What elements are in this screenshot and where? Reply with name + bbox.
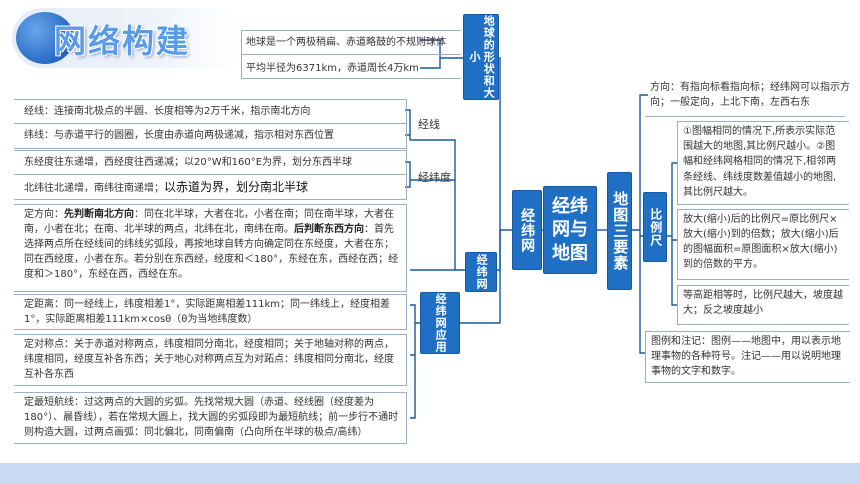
scale-item-2: 放大(缩小)后的比例尺=原比例尺×放大(缩小)到的倍数；放大(缩小)后的图幅面积…: [677, 209, 849, 280]
page-title: 网络构建: [54, 22, 191, 60]
connector-graticule-sub: [497, 230, 501, 271]
scale-item-3: 等高距相等时，比例尺越大，坡度越大；反之坡度越小: [677, 285, 849, 325]
node-center: 经纬网与地图: [543, 186, 597, 274]
latitude-item-1: 东经度往东递增，西经度往西递减；以20°W和160°E为界，划分东西半球: [24, 157, 353, 168]
application-distance: 定距离：同一经线上，纬度相差1°，实际距离相差111km；同一纬线上，经度相差1…: [14, 294, 407, 330]
application-route: 定最短航线：过这两点的大圆的劣弧。先找常规大圆（赤道、经线圈（经度差为180°）…: [14, 392, 407, 444]
connector-app-branches: [410, 304, 420, 419]
node-scale: 比例尺: [643, 192, 667, 262]
node-application: 经纬网应用: [420, 292, 460, 354]
direction-lead: 定方向：: [24, 209, 64, 220]
node-graticule: 经纬网: [512, 190, 542, 270]
meridian-item-1: 经线：连接南北极点的半圆、长度相等为2万千米，指示南北方向: [24, 106, 311, 117]
connector-scale-branches: [667, 162, 677, 306]
latitude-item-2: 北纬往北递增，南纬往南递增；以赤道为界，划分南北半球: [24, 180, 404, 196]
latitude-frame: [14, 150, 407, 200]
node-graticule-sub: 经纬网: [465, 252, 497, 292]
direction-ew-emphasis: 后判断东西方向: [294, 224, 364, 235]
label-meridian: 经线: [418, 118, 440, 131]
meridian-item-2: 纬线：与赤道平行的圆圈，长度由赤道向两极递减，指示相对东西位置: [24, 130, 334, 141]
earth-shape-item-1: 地球是一个两极稍扁、赤道略鼓的不规则球体: [246, 37, 446, 48]
scale-item-1: ①图幅相同的情况下,所表示实际范围越大的地图,其比例尺越小。②图幅和经纬网格相同…: [677, 121, 849, 205]
meridian-divider: [14, 123, 407, 124]
map-direction-underline: [645, 116, 845, 117]
node-earth-shape: 地球的形状和大小: [463, 14, 499, 100]
title-banner: 网络构建: [12, 8, 237, 68]
node-map-elements: 地图三要素: [607, 172, 632, 290]
meridian-frame: [14, 99, 407, 149]
direction-text: 定方向：先判断南北方向：同在北半球，大者在北，小者在南；同在南半球，大者在南，小…: [14, 204, 407, 292]
latitude-item-2a: 北纬往北递增，南纬往南递增；: [24, 183, 164, 194]
label-latitude: 经纬度: [418, 171, 451, 184]
direction-ns-emphasis: 先判断南北方向: [64, 209, 134, 220]
footer-band: [0, 463, 860, 484]
application-symmetry: 定对称点：关于赤道对称两点，纬度相同分南北，经度相同；关于地轴对称的两点，纬度相…: [14, 334, 407, 386]
direction-ew-text: ：首先选择两点所在经线间的纬线劣弧段，再按地球自转方向确定同在东经度，大者在东；…: [24, 224, 399, 280]
latitude-divider: [14, 174, 407, 175]
direction-ns-text: ：同在北半球，大者在北，小者在南；同在南半球，大者在南，小者在北；在南、北半球的…: [24, 209, 394, 235]
connector-sub-branches: [410, 139, 465, 271]
earth-shape-divider: [241, 54, 461, 55]
map-direction: 方向：有指向标看指向标；经纬网可以指示方向；一般定向，上北下南，左西右东: [650, 82, 850, 108]
latitude-item-2b: 以赤道为界，划分南北半球: [164, 180, 309, 194]
title-globe-icon: [16, 12, 74, 64]
map-legend: 图例和注记：图例——地图中，用以表示地理事物的各种符号。注记——用以说明地理事物…: [645, 331, 850, 383]
earth-shape-item-2: 平均半径为6371km，赤道周长4万km: [246, 63, 419, 74]
